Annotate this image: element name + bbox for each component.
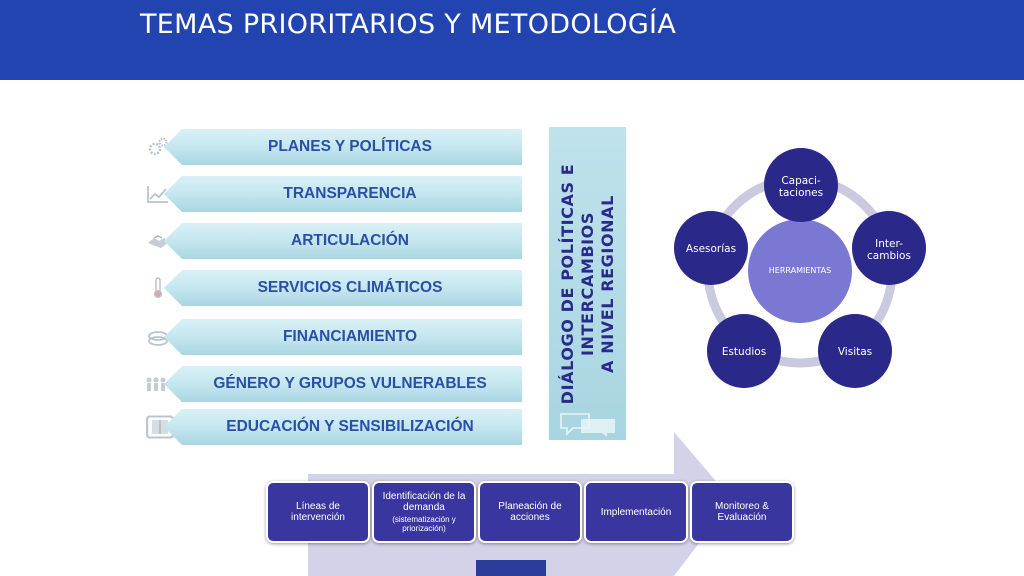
- theme-label: ARTICULACIÓN: [291, 232, 409, 249]
- theme-item-servicios[interactable]: SERVICIOS CLIMÁTICOS: [146, 270, 524, 306]
- theme-bar: [164, 409, 522, 445]
- step-label: Identificación de la demanda: [382, 491, 466, 513]
- process-step-planeacion[interactable]: Planeación de acciones: [478, 481, 582, 543]
- tool-label-visitas: Visitas: [837, 346, 873, 358]
- tool-node-estudios[interactable]: [707, 314, 781, 388]
- dialog-heading: DIÁLOGO DE POLÍTICAS E INTERCAMBIOS A NI…: [558, 134, 618, 434]
- dialog-line: A NIVEL REGIONAL: [597, 194, 617, 373]
- people-icon: [146, 377, 166, 391]
- step-label: Monitoreo & Evaluación: [715, 501, 769, 523]
- process-step-monitoreo[interactable]: Monitoreo & Evaluación: [690, 481, 794, 543]
- tool-label-line: Capaci-: [781, 175, 821, 187]
- process-step-identificacion[interactable]: Identificación de la demanda (sistematiz…: [372, 481, 476, 543]
- dialog-line: DIÁLOGO DE POLÍTICAS E: [557, 163, 577, 404]
- tool-node-capacitaciones[interactable]: [764, 148, 838, 222]
- step-label: Planeación de acciones: [498, 501, 562, 523]
- thermometer-icon: [153, 277, 163, 299]
- step-note: (sistematización y priorización): [392, 515, 456, 533]
- tools-center-circle: [748, 219, 852, 323]
- page-title: TEMAS PRIORITARIOS Y METODOLOGÍA: [140, 9, 677, 40]
- theme-item-genero[interactable]: GÉNERO Y GRUPOS VULNERABLES: [146, 366, 524, 402]
- tool-label-intercambios: Inter- cambios: [853, 238, 925, 262]
- theme-label: GÉNERO Y GRUPOS VULNERABLES: [213, 375, 487, 392]
- tool-node-asesorias[interactable]: [674, 211, 748, 285]
- tool-node-intercambios[interactable]: [852, 211, 926, 285]
- tools-cycle-diagram: [674, 148, 926, 388]
- theme-item-educacion[interactable]: EDUCACIÓN Y SENSIBILIZACIÓN: [146, 409, 524, 445]
- chat-bubbles-icon: [560, 413, 615, 437]
- theme-bar: [164, 319, 522, 355]
- step-label: Líneas de intervención: [291, 501, 345, 523]
- theme-label: SERVICIOS CLIMÁTICOS: [257, 279, 443, 296]
- footer-block: [476, 560, 546, 576]
- step-label: Implementación: [600, 506, 672, 518]
- theme-bar: [164, 129, 522, 165]
- handshake-icon: [148, 235, 169, 248]
- header-bar: TEMAS PRIORITARIOS Y METODOLOGÍA: [0, 0, 1024, 80]
- tool-node-visitas[interactable]: [818, 314, 892, 388]
- process-step-implementacion[interactable]: Implementación: [584, 481, 688, 543]
- theme-bar: [164, 176, 522, 212]
- gears-icon: [148, 137, 168, 156]
- tool-label-line: taciones: [778, 187, 824, 199]
- line-chart-icon: [147, 186, 168, 203]
- theme-bar: [164, 270, 522, 306]
- theme-item-planes[interactable]: PLANES Y POLÍTICAS: [146, 129, 524, 165]
- process-step-lineas[interactable]: Líneas de intervención: [266, 481, 370, 543]
- tool-label-estudios: Estudios: [721, 346, 767, 358]
- dialog-panel: DIÁLOGO DE POLÍTICAS E INTERCAMBIOS A NI…: [549, 127, 626, 440]
- theme-label: PLANES Y POLÍTICAS: [268, 138, 432, 155]
- tool-label-line: cambios: [867, 250, 911, 262]
- tool-label-line: Inter-: [875, 238, 903, 250]
- dialog-line: INTERCAMBIOS: [577, 211, 597, 356]
- theme-label: FINANCIAMIENTO: [282, 328, 418, 345]
- theme-label: EDUCACIÓN Y SENSIBILIZACIÓN: [226, 418, 474, 435]
- tool-label-asesorias: Asesorías: [685, 243, 737, 255]
- theme-label: TRANSPARENCIA: [283, 185, 417, 202]
- tool-label-capacitaciones: Capaci- taciones: [765, 175, 837, 199]
- theme-bar: [164, 223, 522, 259]
- theme-item-financiamiento[interactable]: FINANCIAMIENTO: [146, 319, 524, 355]
- theme-bar: [164, 366, 522, 402]
- theme-item-transparencia[interactable]: TRANSPARENCIA: [146, 176, 524, 212]
- tools-center-label: HERRAMIENTAS: [768, 266, 832, 275]
- theme-item-articulacion[interactable]: ARTICULACIÓN: [146, 223, 524, 259]
